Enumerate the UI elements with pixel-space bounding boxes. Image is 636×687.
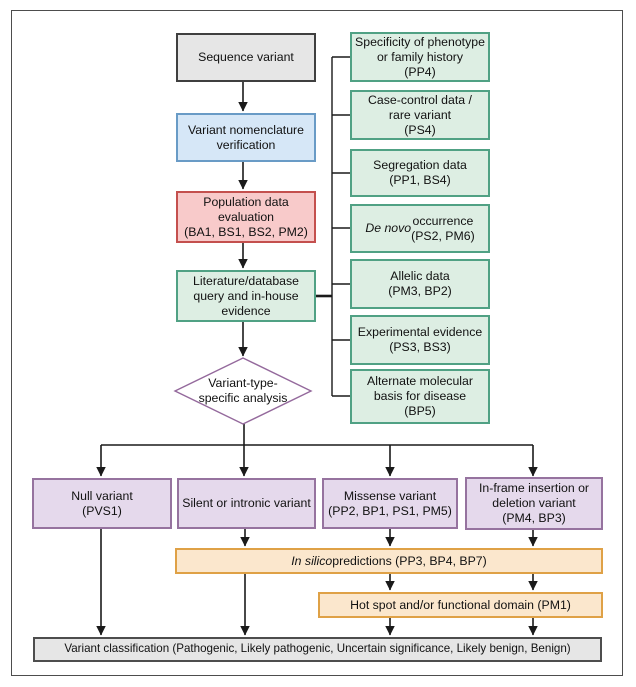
- insilico-predictions-box: In silico predictions (PP3, BP4, BP7): [175, 548, 603, 574]
- evidence-box-ps3-bs3: Experimental evidence (PS3, BS3): [350, 315, 490, 365]
- literature-database-box: Literature/database query and in-house e…: [176, 270, 316, 322]
- evidence-box-bp5: Alternate molecular basis for disease (B…: [350, 369, 490, 424]
- insilico-italic: In silico: [291, 553, 333, 568]
- insilico-rest: predictions (PP3, BP4, BP7): [332, 553, 487, 568]
- evidence-box-pm3-bp2: Allelic data (PM3, BP2): [350, 259, 490, 309]
- decision-diamond-label: Variant-type- specific analysis: [198, 376, 288, 405]
- outer-frame: [11, 10, 623, 676]
- population-data-box: Population data evaluation (BA1, BS1, BS…: [176, 191, 316, 243]
- null-variant-box: Null variant (PVS1): [32, 478, 172, 529]
- evidence-box-ps2-pm6: De novo occurrence (PS2, PM6): [350, 204, 490, 253]
- decision-diamond: [173, 357, 313, 425]
- hotspot-functional-domain-box: Hot spot and/or functional domain (PM1): [318, 592, 603, 618]
- missense-variant-box: Missense variant (PP2, BP1, PS1, PM5): [322, 478, 458, 529]
- evidence-box-pp1-bs4: Segregation data (PP1, BS4): [350, 149, 490, 197]
- de-novo-italic: De novo: [365, 221, 412, 235]
- variant-classification-box: Variant classification (Pathogenic, Like…: [33, 637, 602, 662]
- inframe-indel-variant-box: In-frame insertion or deletion variant (…: [465, 477, 603, 530]
- nomenclature-verification-box: Variant nomenclature verification: [176, 113, 316, 162]
- sequence-variant-box: Sequence variant: [176, 33, 316, 82]
- de-novo-rest: occurrence (PS2, PM6): [411, 213, 475, 243]
- evidence-box-ps4: Case-control data / rare variant (PS4): [350, 90, 490, 140]
- evidence-box-pp4: Specificity of phenotype or family histo…: [350, 32, 490, 82]
- silent-intronic-variant-box: Silent or intronic variant: [177, 478, 316, 529]
